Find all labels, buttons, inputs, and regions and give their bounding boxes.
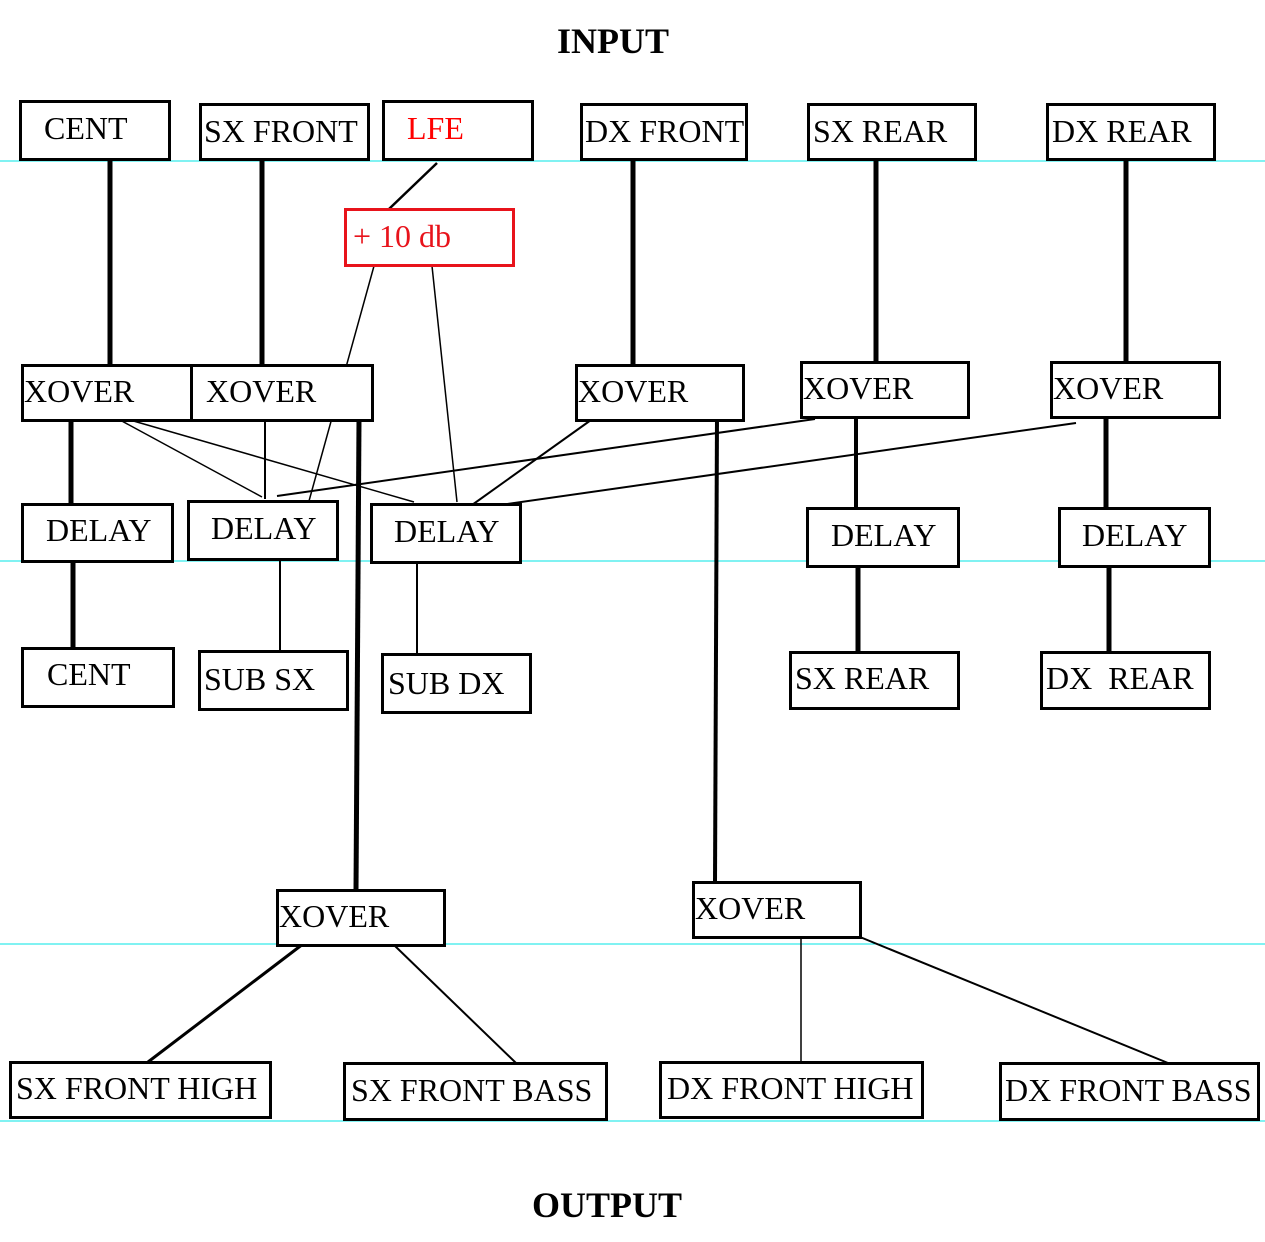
input-sx-rear-label: SX REAR	[813, 113, 948, 149]
output-sx-rear-box[interactable]: SX REAR	[789, 651, 960, 710]
connector-xover-cent-delay-sub-sx	[119, 419, 263, 498]
input-sx-front-box[interactable]: SX FRONT	[199, 103, 370, 161]
xover-dx-front-box[interactable]: XOVER	[575, 364, 745, 422]
delay-cent-box[interactable]: DELAY	[21, 503, 174, 563]
delay-cent-label: DELAY	[46, 512, 152, 548]
xover-cent-box[interactable]: XOVER	[21, 364, 193, 422]
connector-xover-sx-rear-delay-sub-sx	[276, 418, 816, 497]
input-lfe-label: LFE	[407, 110, 464, 146]
output-dx-rear-box[interactable]: DX REAR	[1040, 651, 1211, 710]
xover-sx-front-label: XOVER	[206, 373, 317, 409]
input-title: INPUT	[557, 21, 670, 61]
gain-label: + 10 db	[353, 218, 452, 254]
xover-sx-rear-box[interactable]: XOVER	[800, 361, 970, 419]
connector-gain-delay-sub-dx	[431, 265, 458, 503]
output-sx-front-high-label: SX FRONT HIGH	[16, 1070, 258, 1106]
output-sub-sx-label: SUB SX	[204, 661, 316, 697]
output-sub-sx-box[interactable]: SUB SX	[198, 650, 349, 711]
xover-sx-rear-label: XOVER	[803, 370, 914, 406]
output-dx-front-high-label: DX FRONT HIGH	[667, 1070, 914, 1106]
input-dx-front-box[interactable]: DX FRONT	[580, 103, 748, 161]
output-sub-dx-label: SUB DX	[388, 665, 505, 701]
input-dx-rear-label: DX REAR	[1052, 113, 1192, 149]
xover2-dx-front-box[interactable]: XOVER	[692, 881, 862, 939]
output-cent-box[interactable]: CENT	[21, 647, 175, 708]
gain-box[interactable]: + 10 db	[344, 208, 515, 267]
output-title: OUTPUT	[532, 1185, 683, 1225]
connector-xover-dx-front-xover2	[713, 415, 719, 884]
input-dx-front-label: DX FRONT	[585, 113, 745, 149]
connector-xover-dx-rear-delay-sub-dx	[492, 422, 1077, 507]
output-sx-rear-label: SX REAR	[795, 660, 930, 696]
input-sx-rear-box[interactable]: SX REAR	[807, 103, 977, 161]
input-lfe-box[interactable]: LFE	[382, 100, 534, 161]
input-dx-rear-box[interactable]: DX REAR	[1046, 103, 1216, 161]
xover2-sx-front-label: XOVER	[279, 898, 390, 934]
xover-dx-rear-box[interactable]: XOVER	[1050, 361, 1221, 419]
connector-xover2-sx-high	[147, 942, 304, 1064]
connectors	[68, 161, 1169, 1064]
output-sx-front-bass-label: SX FRONT BASS	[351, 1072, 593, 1108]
input-cent-box[interactable]: CENT	[19, 100, 171, 161]
delay-sub-sx-box[interactable]: DELAY	[187, 500, 339, 561]
connector-xover-sx-front-xover2	[353, 419, 362, 892]
xover2-dx-front-label: XOVER	[695, 890, 806, 926]
delay-sx-rear-box[interactable]: DELAY	[806, 507, 960, 568]
output-dx-front-bass-label: DX FRONT BASS	[1005, 1072, 1252, 1108]
connector-xover-cent-delay-sub-dx	[129, 419, 415, 503]
output-sx-front-high-box[interactable]: SX FRONT HIGH	[9, 1061, 272, 1119]
xover-sx-front-box[interactable]: XOVER	[190, 364, 374, 422]
output-sub-dx-box[interactable]: SUB DX	[381, 653, 532, 714]
connector-lfe-gain	[388, 162, 438, 210]
connector-xover2-dx-bass	[859, 936, 1169, 1064]
delay-sub-dx-label: DELAY	[394, 513, 500, 549]
delay-dx-rear-box[interactable]: DELAY	[1058, 507, 1211, 568]
input-sx-front-label: SX FRONT	[204, 113, 358, 149]
xover-dx-front-label: XOVER	[578, 373, 689, 409]
xover-cent-label: XOVER	[24, 373, 135, 409]
output-dx-rear-label: DX REAR	[1046, 660, 1194, 696]
delay-sx-rear-label: DELAY	[831, 517, 937, 553]
output-sx-front-bass-box[interactable]: SX FRONT BASS	[343, 1062, 608, 1121]
input-cent-label: CENT	[44, 110, 128, 146]
delay-dx-rear-label: DELAY	[1082, 517, 1188, 553]
output-dx-front-high-box[interactable]: DX FRONT HIGH	[659, 1061, 924, 1119]
delay-sub-sx-label: DELAY	[211, 510, 317, 546]
output-cent-label: CENT	[47, 656, 131, 692]
connector-xover-dx-front-delay-sub-dx	[471, 419, 592, 506]
delay-sub-dx-box[interactable]: DELAY	[370, 503, 522, 564]
output-dx-front-bass-box[interactable]: DX FRONT BASS	[999, 1062, 1260, 1121]
xover-dx-rear-label: XOVER	[1053, 370, 1164, 406]
connector-xover2-sx-bass	[394, 945, 517, 1064]
xover2-sx-front-box[interactable]: XOVER	[276, 889, 446, 947]
